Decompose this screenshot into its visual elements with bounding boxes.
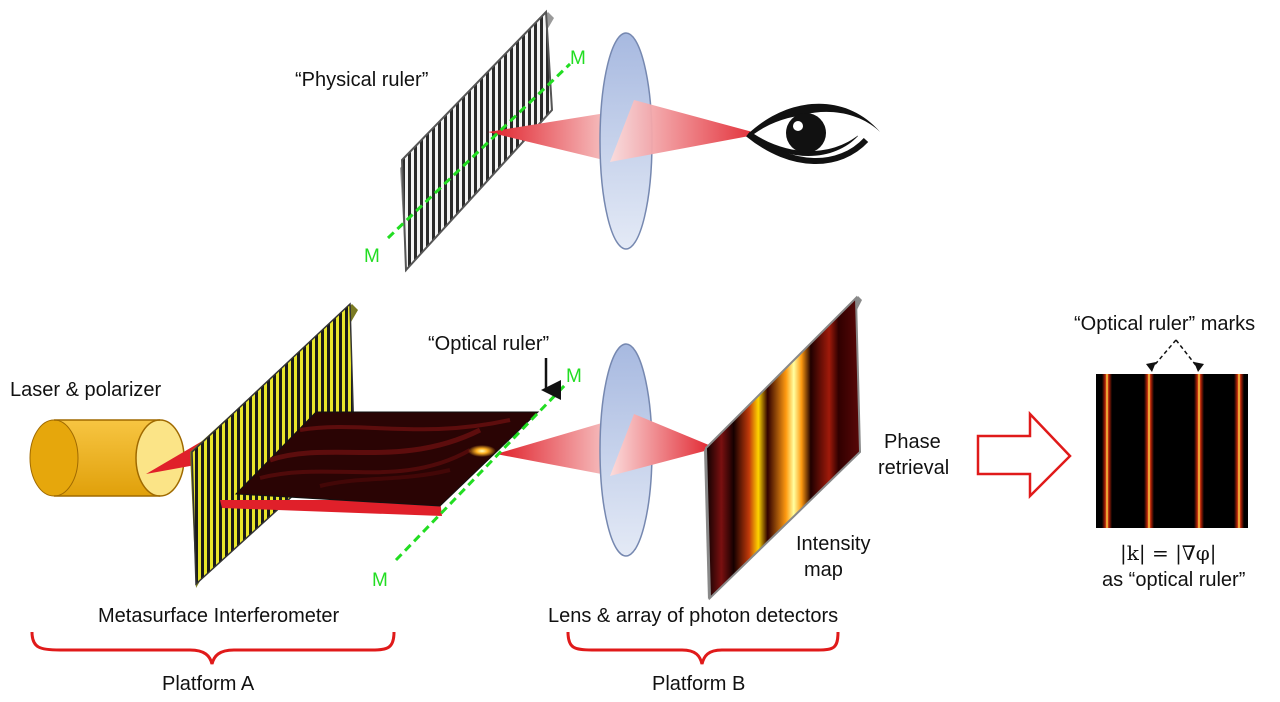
intensity-map xyxy=(704,295,862,601)
ruler-marks-panel xyxy=(1096,374,1248,528)
interference-hotspot xyxy=(468,445,496,457)
physical-beam-1 xyxy=(488,112,612,162)
ruler-mark-3 xyxy=(1194,374,1204,528)
ruler-mark-1 xyxy=(1102,374,1112,528)
top-m-label-upper: M xyxy=(570,48,586,69)
formula: |k| = |∇φ| xyxy=(1120,541,1217,566)
field-beam xyxy=(496,420,612,476)
ruler-marks-label: “Optical ruler” marks xyxy=(1074,313,1255,335)
platform-a-brace xyxy=(30,631,396,665)
laser-label: Laser & polarizer xyxy=(10,379,162,401)
eye-icon xyxy=(746,103,880,164)
metasurface-base xyxy=(220,500,442,516)
phase-retrieval: Phase retrieval “Optical ruler” marks |k… xyxy=(878,313,1255,591)
interferometer-setup: M M “Optical ruler” Intensity map Laser … xyxy=(10,295,870,695)
physical-beam-2 xyxy=(610,100,760,162)
metasurface-label: Metasurface Interferometer xyxy=(98,605,340,627)
platform-b-label: Platform B xyxy=(652,673,745,695)
phase-retrieval-arrow xyxy=(976,410,1072,500)
ruler-mark-2 xyxy=(1144,374,1154,528)
ruler-mark-4 xyxy=(1234,374,1244,528)
phase-label-2: retrieval xyxy=(878,457,949,479)
intensity-label-1: Intensity xyxy=(796,533,870,555)
marks-pointer-right xyxy=(1175,339,1199,369)
platform-b-brace xyxy=(566,631,840,665)
physical-ruler-face xyxy=(400,9,554,273)
bottom-m-label-upper: M xyxy=(566,366,582,387)
intensity-label-2: map xyxy=(804,559,843,581)
physical-ruler-setup: M M “Physical ruler” xyxy=(295,9,880,273)
bottom-m-label-lower: M xyxy=(372,570,388,591)
phase-label-1: Phase xyxy=(884,431,941,453)
platform-a-label: Platform A xyxy=(162,673,255,695)
formula-caption: as “optical ruler” xyxy=(1102,569,1245,591)
detector-beam xyxy=(610,414,716,476)
laser-body xyxy=(29,419,185,497)
top-m-label-lower: M xyxy=(364,246,380,267)
optical-ruler-label: “Optical ruler” xyxy=(428,333,549,355)
marks-pointer-left xyxy=(1151,339,1177,369)
bottom-m-axis xyxy=(394,382,568,562)
lens-array-label: Lens & array of photon detectors xyxy=(548,605,838,627)
top-m-axis xyxy=(386,62,572,240)
physical-ruler-label: “Physical ruler” xyxy=(295,69,428,91)
interference-fringes xyxy=(259,418,511,488)
